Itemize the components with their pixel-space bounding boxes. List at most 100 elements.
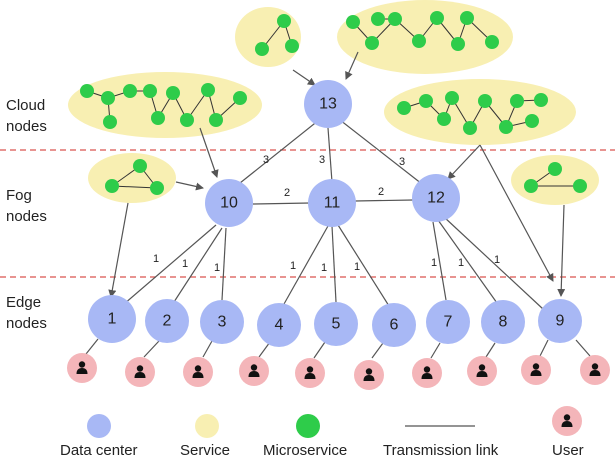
tier-label-line2: nodes (6, 208, 47, 225)
link-13-11 (327, 127, 333, 183)
legend: Data center Service Microservice Transmi… (60, 406, 584, 459)
microservice (180, 113, 194, 127)
link-10-1 (123, 224, 217, 305)
edge-weight: 1 (182, 258, 188, 270)
data-center-2 (145, 299, 189, 343)
data-center-8 (481, 300, 525, 344)
microservice (209, 113, 223, 127)
link-11-5 (331, 225, 337, 303)
data-center-11 (308, 179, 356, 227)
node-label: 6 (390, 317, 399, 334)
tier-label-line1: Fog (6, 187, 32, 204)
edge-weight: 1 (214, 262, 220, 274)
microservice (80, 84, 94, 98)
user-icon (295, 358, 325, 388)
edge-weight: 1 (153, 253, 159, 265)
tier-label-line1: Edge (6, 294, 41, 311)
user-icon (67, 353, 97, 383)
legend-user-label: User (552, 442, 584, 459)
link-11-12 (354, 199, 414, 202)
user-icon (412, 358, 442, 388)
microservice (150, 181, 164, 195)
microservice (451, 37, 465, 51)
link-13-10 (234, 119, 320, 188)
link-10-11 (252, 202, 311, 205)
microservice (371, 12, 385, 26)
data-center-1 (88, 295, 136, 343)
microservice (101, 91, 115, 105)
node-label: 13 (319, 96, 337, 113)
microservice (105, 179, 119, 193)
microservice (143, 84, 157, 98)
user-icon (467, 356, 497, 386)
node-label: 7 (444, 314, 453, 331)
data-centers (88, 80, 582, 347)
data-center-12 (412, 174, 460, 222)
microservice (388, 12, 402, 26)
link-12-7 (432, 221, 447, 301)
edge-weight: 2 (378, 186, 384, 198)
node-label: 8 (499, 314, 508, 331)
link-13-12 (339, 119, 423, 185)
user-icon (580, 355, 610, 385)
microservice (277, 14, 291, 28)
link-11-6 (337, 224, 390, 307)
microservice (485, 35, 499, 49)
microservice (419, 94, 433, 108)
tier-label-line2: nodes (6, 118, 47, 135)
arrow-service-d-9 (479, 144, 554, 282)
legend-service-label: Service (180, 442, 230, 459)
microservice (103, 115, 117, 129)
microservice (573, 179, 587, 193)
legend-data-center-label: Data center (60, 442, 138, 459)
microservice (412, 34, 426, 48)
data-center-4 (257, 303, 301, 347)
node-label: 10 (220, 195, 238, 212)
link-12-8 (437, 219, 498, 304)
edge-weight: 3 (263, 154, 269, 166)
edge-weight: 1 (494, 254, 500, 266)
microservice (133, 159, 147, 173)
microservice (510, 94, 524, 108)
service-e (88, 153, 176, 203)
arrow-service-e-1 (108, 202, 129, 298)
edge-weight: 1 (290, 260, 296, 272)
edge-weights: 3 3 3 2 2 1 1 1 1 1 1 1 1 1 (153, 154, 500, 274)
microservice (346, 15, 360, 29)
tier-label-cloud: Cloud nodes (6, 97, 47, 135)
edge-weight: 3 (319, 154, 325, 166)
node-label: 9 (556, 313, 565, 330)
legend-microservice-swatch (296, 414, 320, 438)
microservice (437, 112, 451, 126)
arrow-service-b-13 (345, 51, 359, 80)
node-label: 2 (163, 313, 172, 330)
microservice (460, 11, 474, 25)
arrow-service-f-9 (557, 204, 566, 297)
service-d (384, 79, 576, 145)
node-label: 5 (332, 316, 341, 333)
legend-service-swatch (195, 414, 219, 438)
data-center-3 (200, 300, 244, 344)
node-label: 11 (324, 195, 341, 212)
microservice (397, 101, 411, 115)
microservice (478, 94, 492, 108)
data-center-labels: 13 10 11 12 1 2 3 4 5 6 7 8 9 (108, 96, 565, 334)
users (67, 353, 610, 390)
user-links (85, 338, 591, 359)
user-icon (239, 356, 269, 386)
deployment-arrows (108, 51, 566, 298)
edge-weight: 1 (431, 257, 437, 269)
microservice (430, 11, 444, 25)
microservice (534, 93, 548, 107)
microservice (524, 179, 538, 193)
tier-label-line1: Cloud (6, 97, 45, 114)
microservice (285, 39, 299, 53)
node-label: 4 (275, 317, 284, 334)
microservice (255, 42, 269, 56)
data-center-6 (372, 303, 416, 347)
microservice (201, 83, 215, 97)
legend-link-label: Transmission link (383, 442, 499, 459)
edge-weight: 1 (458, 257, 464, 269)
